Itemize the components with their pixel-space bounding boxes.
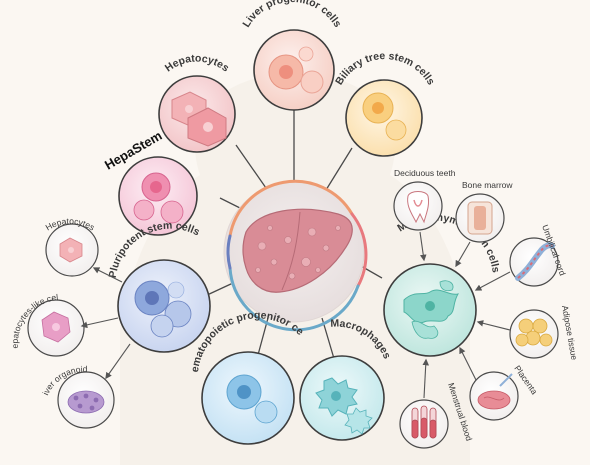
node-liver-progenitor-cells [253, 29, 335, 111]
node-macrophages [299, 355, 385, 441]
label-adipose-tissue: Adipose tissue [560, 305, 579, 361]
derivative-hepatocytes-like-cells [27, 299, 85, 357]
node-mesenchymal-stem-cells [383, 263, 477, 357]
liver-center [223, 179, 368, 332]
source-deciduous-teeth [393, 181, 443, 231]
label-hepatocytes-like-cells: Hepatocytes-like cells [0, 0, 59, 349]
source-adipose-tissue [509, 309, 559, 359]
label-bone-marrow: Bone marrow [462, 180, 513, 190]
source-umbilical-cord [509, 237, 559, 287]
node-hepatocytes [158, 75, 236, 153]
msc-source-arrows [419, 231, 511, 399]
derivative-hepatocytes [45, 223, 99, 277]
label-hepatocytes: Hepatocytes [163, 53, 232, 75]
pluripotent-arrows [80, 267, 131, 380]
node-biliary-tree-stem-cells [345, 79, 423, 157]
label-deciduous-teeth: Deciduous teeth [394, 168, 456, 178]
source-placenta [469, 371, 519, 421]
source-bone-marrow [455, 193, 505, 243]
derivative-liver-organoids [57, 371, 115, 429]
label-liver-progenitor-cells: Liver progenitor cells [240, 0, 343, 30]
node-hepastem [118, 156, 198, 236]
node-haematopoietic-progenitor-cells [201, 351, 295, 445]
source-menstrual-blood [399, 399, 449, 449]
node-pluripotent-stem-cells [117, 259, 211, 353]
